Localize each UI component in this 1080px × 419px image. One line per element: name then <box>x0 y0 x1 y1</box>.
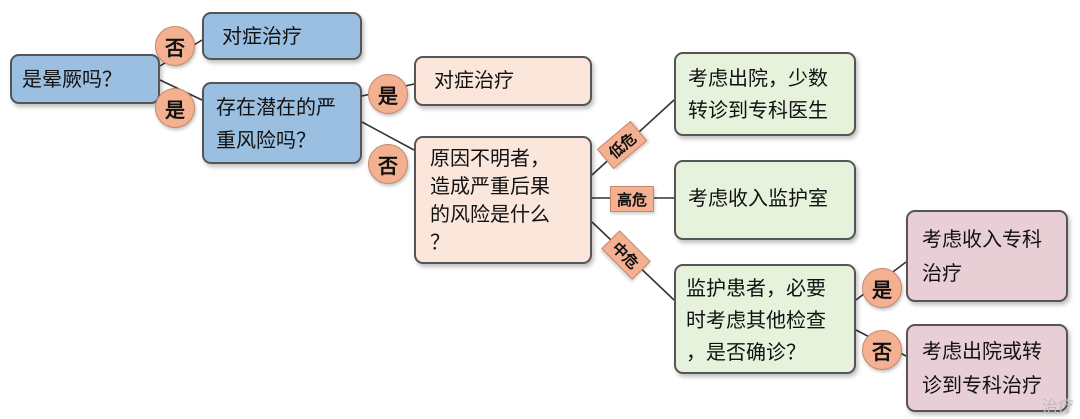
label-high-risk: 高危 <box>610 186 655 212</box>
result-high-risk: 考虑收入监护室 <box>674 160 856 240</box>
label-q4-yes: 是 <box>862 268 902 308</box>
question-monitor-confirm: 监护患者，必要 时考虑其他检查 ，是否确诊？ <box>674 264 856 374</box>
watermark-logo: 治疗 <box>1041 397 1074 416</box>
question-unexplained-risk: 原因不明者， 造成严重后果 的风险是什么 ？ <box>414 136 592 264</box>
question-is-syncope: 是晕厥吗？ <box>10 54 160 104</box>
label-q4-no: 否 <box>862 330 902 370</box>
edge-q2-q3 <box>361 121 415 151</box>
label-q1-no: 否 <box>155 26 195 66</box>
label-q1-yes: 是 <box>155 88 195 128</box>
label-q2-yes: 是 <box>368 74 408 114</box>
question-serious-risk: 存在潜在的严 重风险吗？ <box>202 82 362 164</box>
result-low-risk: 考虑出院，少数 转诊到专科医生 <box>674 52 856 136</box>
result-discharge-referral: 考虑出院或转 诊到专科治疗 <box>906 324 1068 412</box>
answer-symptomatic-treatment: 对症治疗 <box>202 12 362 60</box>
result-admit-specialty: 考虑收入专科 治疗 <box>906 210 1068 302</box>
answer-symptomatic-treatment-2: 对症治疗 <box>414 56 592 106</box>
label-q2-no: 否 <box>368 144 408 184</box>
